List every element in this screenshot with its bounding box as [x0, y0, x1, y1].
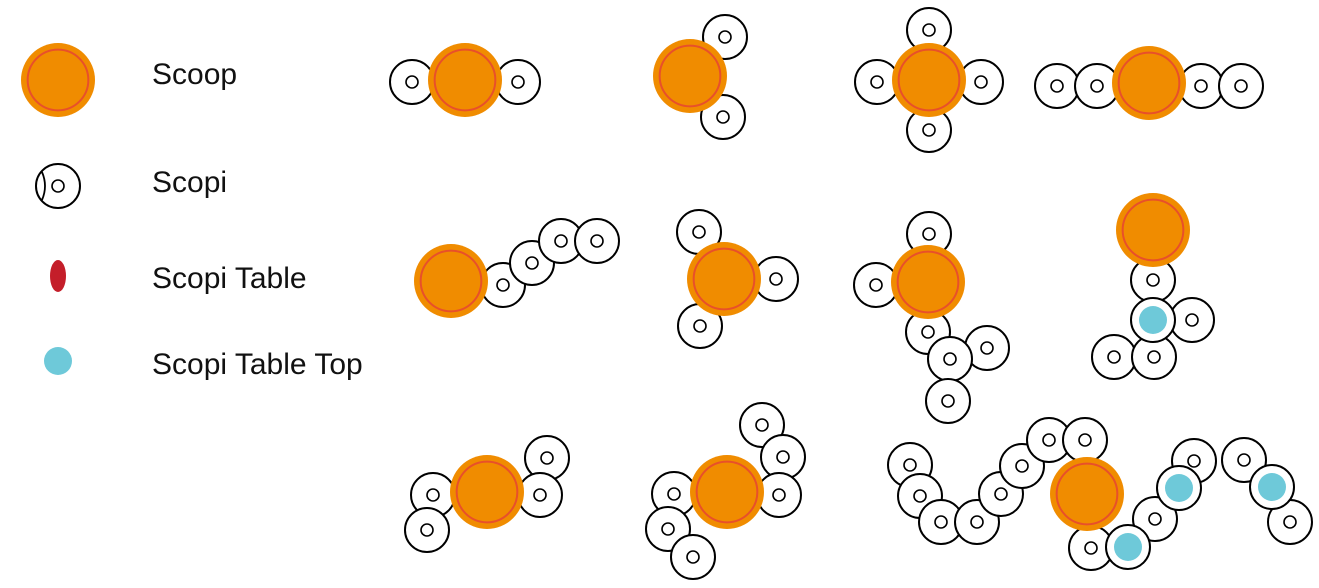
legend-label: Scopi Table [152, 262, 307, 295]
scopi [389, 59, 435, 105]
scopi [853, 262, 899, 308]
scoop [21, 43, 95, 117]
scopi [927, 336, 973, 382]
scopi [676, 209, 722, 255]
legend-item-scoop: Scoop [21, 43, 237, 117]
scopi [1221, 437, 1267, 483]
scopi [906, 211, 952, 257]
scopi [1132, 496, 1178, 542]
scoop [1050, 457, 1124, 531]
legend-label: Scopi Table Top [152, 348, 363, 381]
scopi [1218, 63, 1264, 109]
config-trident [676, 209, 799, 349]
config-long-chain [887, 417, 1313, 571]
scopi-icon [35, 163, 81, 209]
scopi [756, 472, 802, 518]
scopi [1062, 417, 1108, 463]
scopi-table-top [1249, 464, 1295, 510]
scopi [495, 59, 541, 105]
scopi-table-icon [50, 260, 66, 292]
scopi-table-top-icon [44, 347, 72, 375]
scopi [670, 534, 716, 580]
scopi [739, 402, 785, 448]
scoop [653, 39, 727, 113]
scoop [450, 455, 524, 529]
scopi [854, 59, 900, 105]
scopi [517, 472, 563, 518]
scoop [690, 455, 764, 529]
scoop [1116, 193, 1190, 267]
scopi [925, 378, 971, 424]
scoop [1112, 46, 1186, 120]
scopi [404, 507, 450, 553]
scopi [760, 434, 806, 480]
scopi-table-top [1130, 297, 1176, 343]
scopi [1178, 63, 1224, 109]
scopi [1034, 63, 1080, 109]
legend-label: Scopi [152, 166, 227, 199]
scopi-table-top [1105, 524, 1151, 570]
config-split-pair [404, 435, 570, 553]
scopi [574, 218, 620, 264]
legend-item-scopi: Scopi [35, 163, 227, 209]
config-cross [854, 7, 1004, 153]
legend-label: Scoop [152, 58, 237, 91]
config-linear-two [389, 43, 541, 117]
scopi-table-top [1156, 465, 1202, 511]
scopi [1267, 499, 1313, 545]
scoop [892, 43, 966, 117]
config-split-chain [645, 402, 806, 580]
scoop [891, 245, 965, 319]
config-table-top-cluster [1091, 193, 1215, 380]
scopi [1169, 297, 1215, 343]
config-chain-four [1034, 46, 1264, 120]
config-tail-chain [414, 218, 620, 318]
scopi [964, 325, 1010, 371]
scopi [1091, 334, 1137, 380]
scopi [538, 218, 584, 264]
scoop [687, 242, 761, 316]
scopi [753, 256, 799, 302]
config-vee [653, 14, 748, 140]
config-branched [853, 211, 1010, 424]
legend-item-table-top: Scopi Table Top [44, 347, 363, 381]
configurations [389, 7, 1313, 580]
scopi [700, 94, 746, 140]
scoop [414, 244, 488, 318]
legend-item-table: Scopi Table [50, 260, 307, 295]
scoop [428, 43, 502, 117]
